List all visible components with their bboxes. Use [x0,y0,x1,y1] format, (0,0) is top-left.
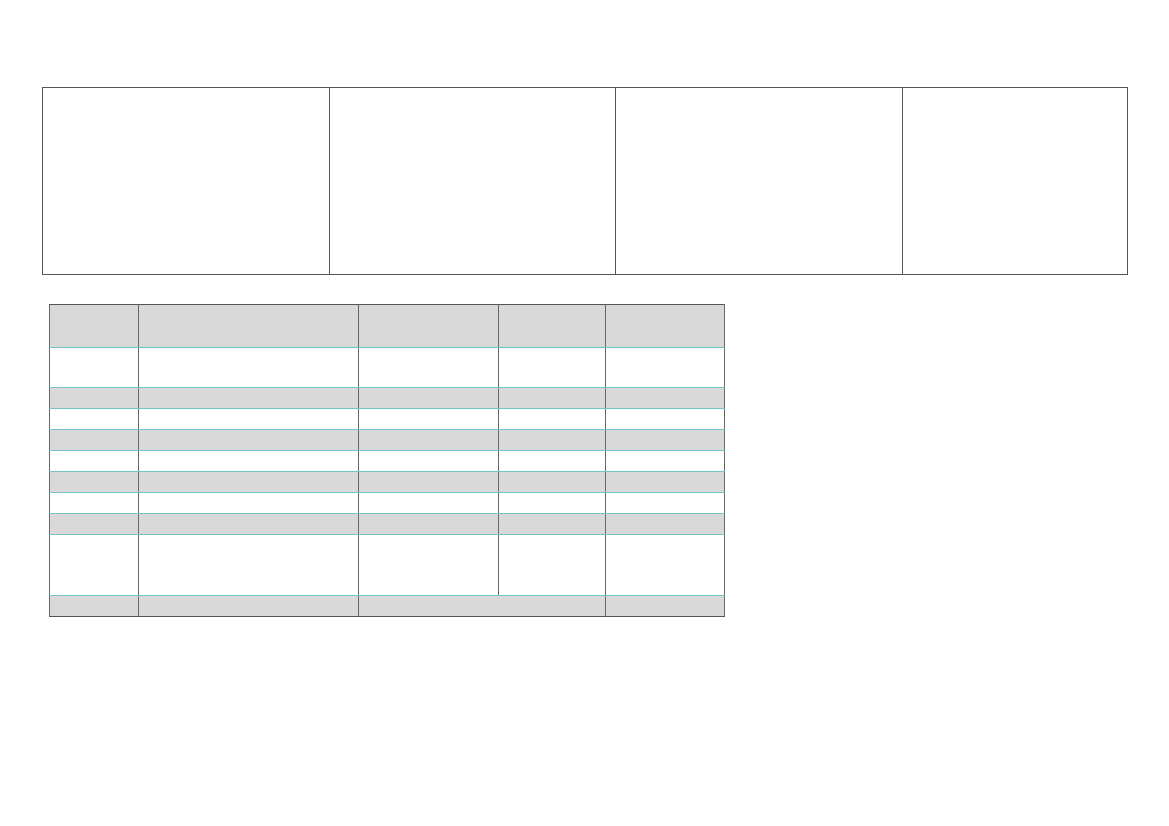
table-cell [498,429,606,451]
header-box-2 [330,88,616,274]
table-cell [49,471,139,493]
header-box-1 [43,88,330,274]
footer-cell [49,595,139,617]
table-cell [49,387,139,409]
table-cell [498,513,606,535]
table-cell [358,408,499,430]
table-cell [605,513,725,535]
table-cell [605,450,725,472]
table-cell [498,534,606,596]
table-cell [358,347,499,388]
table-cell [138,408,359,430]
table-row [49,450,725,472]
table-cell [138,387,359,409]
footer-cell [605,595,725,617]
table-footer-row [49,595,725,617]
table-cell [138,471,359,493]
table-cell [498,347,606,388]
column-header [138,304,359,348]
table-cell [498,408,606,430]
table-cell [49,534,139,596]
table-cell [49,429,139,451]
column-header [358,304,499,348]
table-cell [498,492,606,514]
table-cell [49,408,139,430]
footer-cell [358,595,606,617]
table-cell [498,471,606,493]
table-cell [605,471,725,493]
data-table [49,304,725,617]
table-cell [49,513,139,535]
table-cell [49,347,139,388]
table-row [49,429,725,451]
table-cell [138,450,359,472]
table-row [49,387,725,409]
table-cell [138,534,359,596]
table-cell [49,450,139,472]
table-cell [358,471,499,493]
column-header [49,304,139,348]
table-cell [138,513,359,535]
table-cell [358,492,499,514]
table-cell [138,429,359,451]
table-row [49,408,725,430]
table-cell [605,534,725,596]
column-header [605,304,725,348]
table-row [49,471,725,493]
footer-cell [138,595,359,617]
header-box-4 [903,88,1127,274]
table-cell [358,387,499,409]
table-header-row [49,304,725,348]
header-box-3 [616,88,903,274]
table-cell [605,387,725,409]
table-row [49,492,725,514]
table-cell [498,387,606,409]
table-cell [138,347,359,388]
table-cell [358,513,499,535]
table-cell [605,408,725,430]
table-row [49,347,725,388]
table-cell [605,429,725,451]
table-row [49,513,725,535]
header-boxes [42,87,1128,275]
table-cell [138,492,359,514]
table-cell [498,450,606,472]
column-header [498,304,606,348]
table-cell [358,450,499,472]
table-row [49,534,725,596]
table-cell [49,492,139,514]
table-cell [605,347,725,388]
table-cell [358,534,499,596]
table-cell [358,429,499,451]
table-cell [605,492,725,514]
